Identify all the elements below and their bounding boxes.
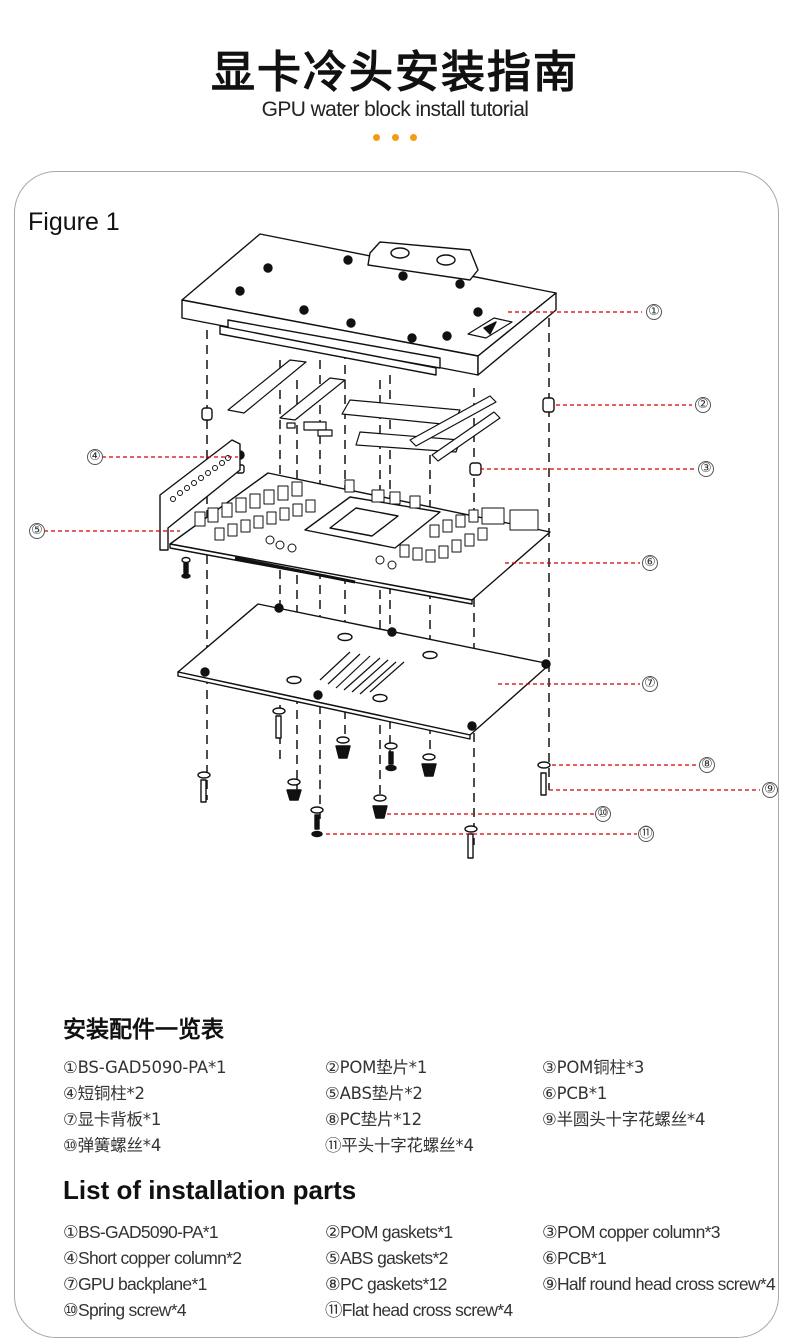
spring-screw [286,736,437,819]
thermal-pads [227,359,501,462]
part-item: ①BS-GAD5090-PA*1 [63,1222,219,1242]
leader-lines [44,311,760,835]
part-item: ⑨Half round head cross screw*4 [542,1274,776,1294]
part-item: ②POM gaskets*1 [325,1222,453,1242]
parts-list-cn: ①BS-GAD5090-PA*1 ②POM垫片*1 ③POM铜柱*3 ④短铜柱*… [63,1056,790,1160]
pci-bracket [159,439,241,551]
callout-1: ① [646,304,662,320]
parts-list-en: ①BS-GAD5090-PA*1 ②POM gaskets*1 ③POM cop… [63,1220,790,1324]
part-item: ④短铜柱*2 [63,1084,145,1103]
callout-3: ③ [698,461,714,477]
page-title: 显卡冷头安装指南 [211,47,579,98]
part-item: ⑧PC垫片*12 [325,1110,422,1129]
part-item: ③POM copper column*3 [542,1222,720,1242]
part-item: ⑥PCB*1 [542,1248,607,1268]
part-item: ⑩弹簧螺丝*4 [63,1136,162,1155]
round-head-screw [197,707,551,859]
part-item: ⑤ABS gaskets*2 [325,1248,448,1268]
callout-4: ④ [87,449,103,465]
pcb-components [194,479,539,570]
pcb [169,472,551,605]
part-item: ⑦GPU backplane*1 [63,1274,207,1294]
part-item: ⑤ABS垫片*2 [325,1084,423,1103]
callout-5: ⑤ [29,523,45,539]
callout-6: ⑥ [642,555,658,571]
callout-10: ⑩ [595,806,611,822]
exploded-diagram [44,233,760,859]
screws [181,556,551,859]
part-item: ⑦显卡背板*1 [63,1110,162,1129]
parts-list-title-cn: 安装配件一览表 [63,1017,224,1043]
dot-icon [373,134,380,141]
callout-11: ⑪ [638,826,654,842]
callout-9: ⑨ [762,782,778,798]
part-item: ⑨半圆头十字花螺丝*4 [542,1110,706,1129]
callout-2: ② [695,397,711,413]
part-item: ①BS-GAD5090-PA*1 [63,1058,227,1077]
content-card [14,171,779,1338]
callout-8: ⑧ [699,757,715,773]
dot-icon [391,134,399,141]
water-block [181,233,557,376]
part-item: ⑩Spring screw*4 [63,1300,187,1320]
part-item: ⑥PCB*1 [542,1084,608,1103]
part-item: ⑧PC gaskets*12 [325,1274,447,1294]
callout-7: ⑦ [642,676,658,692]
page-subtitle: GPU water block install tutorial [261,98,529,121]
figure-label: Figure 1 [28,208,120,236]
dot-icon [410,134,417,141]
backplate [177,603,551,740]
parts-list-title-en: List of installation parts [63,1175,357,1205]
flat-head-screw [181,556,398,838]
part-item: ③POM铜柱*3 [542,1058,645,1077]
part-item: ②POM垫片*1 [325,1058,428,1077]
decorative-dots [373,134,417,142]
part-item: ⑪平头十字花螺丝*4 [325,1136,474,1155]
part-item: ④Short copper column*2 [63,1248,242,1268]
part-item: ⑪Flat head cross screw*4 [325,1300,513,1320]
